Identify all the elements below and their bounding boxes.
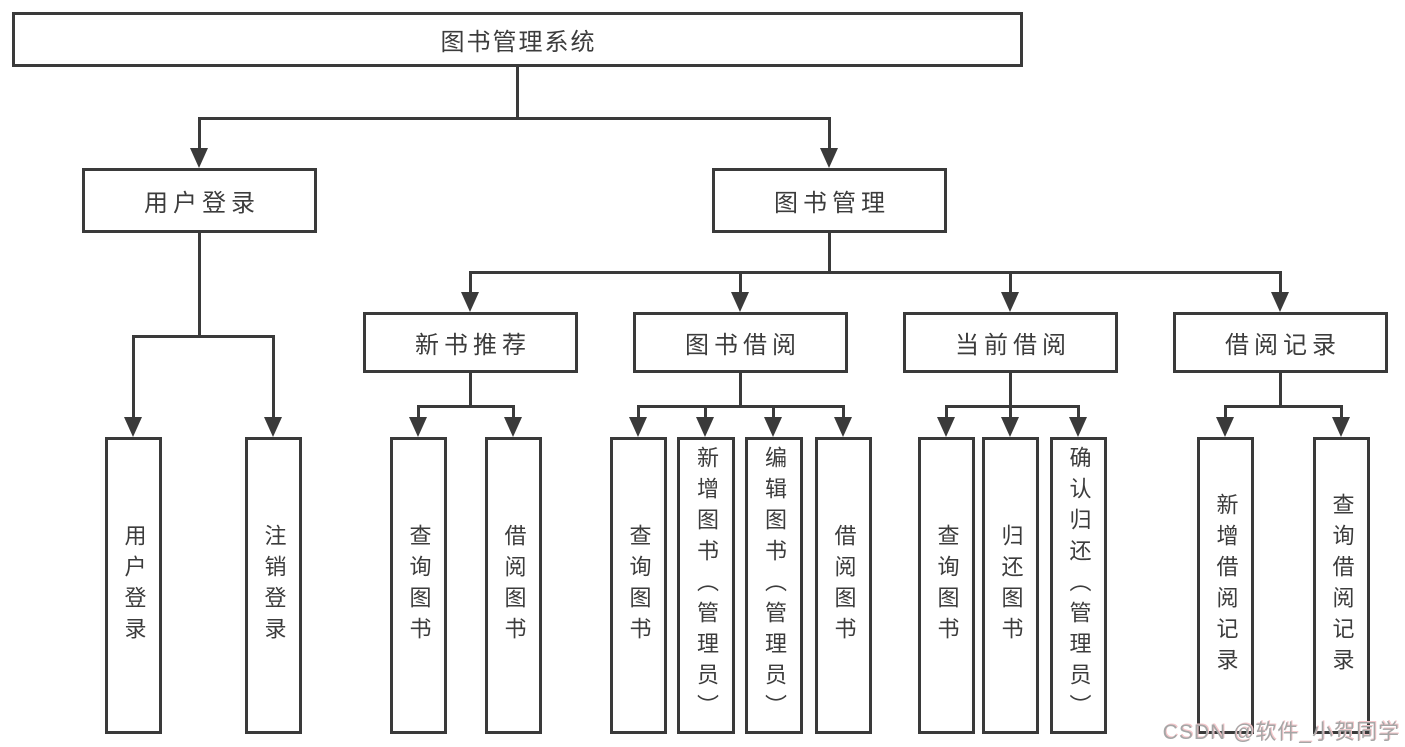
leaf-user-login: 用户登录 [105, 437, 162, 734]
connector-line [272, 336, 275, 419]
csdn-watermark: CSDN @软件_小贺同学 [1162, 721, 1400, 744]
connector-line [469, 272, 472, 294]
connector-line [1279, 373, 1282, 408]
leaf-query-books-recommend: 查询图书 [390, 437, 447, 734]
arrowhead [504, 417, 522, 437]
connector-line [828, 118, 831, 150]
connector-line [772, 406, 775, 419]
arrowhead [190, 148, 208, 168]
arrowhead [1332, 417, 1350, 437]
leaf-logout: 注销登录 [245, 437, 302, 734]
connector-line [132, 336, 135, 419]
connector-line [637, 405, 845, 408]
node-book-management: 图书管理 [712, 168, 947, 233]
node-new-book-recommendation: 新书推荐 [363, 312, 578, 373]
leaf-add-borrow-record: 新增借阅记录 [1197, 437, 1254, 734]
connector-line [945, 405, 1080, 408]
connector-line [739, 373, 742, 408]
arrowhead [264, 417, 282, 437]
arrowhead [696, 417, 714, 437]
arrowhead [820, 148, 838, 168]
connector-line [417, 406, 420, 419]
node-library-management-system: 图书管理系统 [12, 12, 1023, 67]
arrowhead [1069, 417, 1087, 437]
node-book-borrowing: 图书借阅 [633, 312, 848, 373]
arrowhead [461, 292, 479, 312]
connector-line [469, 373, 472, 408]
leaf-confirm-return-admin: 确认归还（管理员） [1050, 437, 1107, 734]
connector-line [1077, 406, 1080, 419]
connector-line [637, 406, 640, 419]
connector-line [945, 406, 948, 419]
arrowhead [937, 417, 955, 437]
connector-line [842, 406, 845, 419]
connector-line [1279, 272, 1282, 294]
arrowhead [1001, 292, 1019, 312]
connector-line [417, 405, 515, 408]
connector-line [1009, 373, 1012, 408]
leaf-borrow-books-recommend: 借阅图书 [485, 437, 542, 734]
connector-line [704, 406, 707, 419]
leaf-query-books-current: 查询图书 [918, 437, 975, 734]
connector-line [828, 233, 831, 274]
leaf-query-borrow-record: 查询借阅记录 [1313, 437, 1370, 734]
connector-line [198, 117, 831, 120]
arrowhead [1271, 292, 1289, 312]
arrowhead [834, 417, 852, 437]
node-user-login: 用户登录 [82, 168, 317, 233]
arrowhead [731, 292, 749, 312]
leaf-query-books-borrowing: 查询图书 [610, 437, 667, 734]
arrowhead [764, 417, 782, 437]
node-current-borrowing: 当前借阅 [903, 312, 1118, 373]
arrowhead [1001, 417, 1019, 437]
leaf-borrow-books-borrowing: 借阅图书 [815, 437, 872, 734]
connector-line [1009, 406, 1012, 419]
connector-line [1224, 406, 1227, 419]
connector-line [198, 118, 201, 150]
arrowhead [124, 417, 142, 437]
connector-line [516, 67, 519, 120]
arrowhead [409, 417, 427, 437]
leaf-edit-book-admin: 编辑图书（管理员） [745, 437, 803, 734]
connector-line [469, 271, 1282, 274]
connector-line [1340, 406, 1343, 419]
connector-line [739, 272, 742, 294]
node-borrowing-records: 借阅记录 [1173, 312, 1388, 373]
connector-line [512, 406, 515, 419]
leaf-return-books: 归还图书 [982, 437, 1039, 734]
arrowhead [1216, 417, 1234, 437]
arrowhead [629, 417, 647, 437]
connector-line [1009, 272, 1012, 294]
connector-line [132, 335, 275, 338]
leaf-add-book-admin: 新增图书（管理员） [677, 437, 735, 734]
connector-line [1224, 405, 1343, 408]
connector-line [198, 233, 201, 338]
